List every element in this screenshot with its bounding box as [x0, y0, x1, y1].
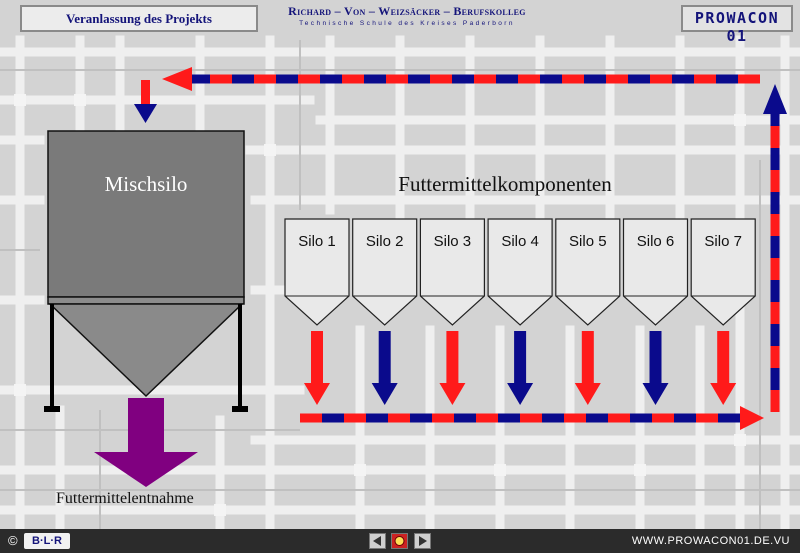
- next-button[interactable]: [414, 533, 431, 549]
- silo-label: Silo 1: [298, 233, 336, 250]
- silo-4: [487, 218, 553, 326]
- silo-7-arrow: [710, 331, 737, 405]
- blr-logo: B·L·R: [24, 533, 70, 549]
- conveyor-bottom: [300, 406, 764, 430]
- silo-2-arrow: [371, 331, 398, 405]
- silo-discharge-arrows: [304, 331, 737, 405]
- copyright-symbol: ©: [8, 533, 18, 548]
- silo-5: [555, 218, 621, 326]
- home-button[interactable]: [391, 533, 408, 549]
- output-label: Futtermittelentnahme: [56, 490, 194, 507]
- triangle-right-icon: [419, 536, 427, 546]
- school-name: Richard – Von – Weizsäcker – Berufskolle…: [288, 4, 526, 18]
- silo-label: Silo 7: [704, 233, 742, 250]
- silo-2: [352, 218, 418, 326]
- school-subtitle: Technische Schule des Kreises Paderborn: [299, 20, 515, 27]
- mixing-silo-label: Mischsilo: [104, 172, 188, 196]
- silo-label: Silo 4: [501, 233, 539, 250]
- silo-4-arrow: [507, 331, 534, 405]
- triangle-left-icon: [373, 536, 381, 546]
- mixing-silo: [44, 130, 248, 412]
- silo-5-arrow: [574, 331, 601, 405]
- silo-1: [284, 218, 350, 326]
- silo-label: Silo 3: [433, 233, 472, 250]
- components-label: Futtermittelkomponenten: [398, 172, 612, 196]
- inlet-arrow: [134, 80, 157, 123]
- silo-3-arrow: [439, 331, 466, 405]
- prowacon-logo: PROWACON 01: [681, 5, 793, 45]
- silo-6-arrow: [642, 331, 669, 405]
- conveyor-right: [763, 84, 787, 412]
- silo-3: [419, 218, 485, 326]
- silo-1-arrow: [304, 331, 330, 405]
- silo-label: Silo 2: [365, 233, 404, 250]
- page-title-box: Veranlassung des Projekts: [20, 5, 258, 32]
- silo-label: Silo 5: [569, 233, 607, 250]
- website-url: WWW.PROWACON01.DE.VU: [631, 535, 790, 547]
- silo-label: Silo 6: [636, 233, 675, 250]
- logo-text: PROWACON 01: [694, 9, 780, 45]
- conveyor-top: [162, 67, 760, 91]
- page-title: Veranlassung des Projekts: [66, 11, 212, 26]
- output-arrow: [94, 398, 198, 487]
- footer-bar: © B·L·R WWW.PROWACON01.DE.VU: [0, 529, 800, 553]
- home-icon: [394, 536, 405, 546]
- component-silos: [284, 218, 756, 326]
- silo-6: [622, 218, 689, 326]
- silo-7: [690, 218, 756, 326]
- prev-button[interactable]: [369, 533, 386, 549]
